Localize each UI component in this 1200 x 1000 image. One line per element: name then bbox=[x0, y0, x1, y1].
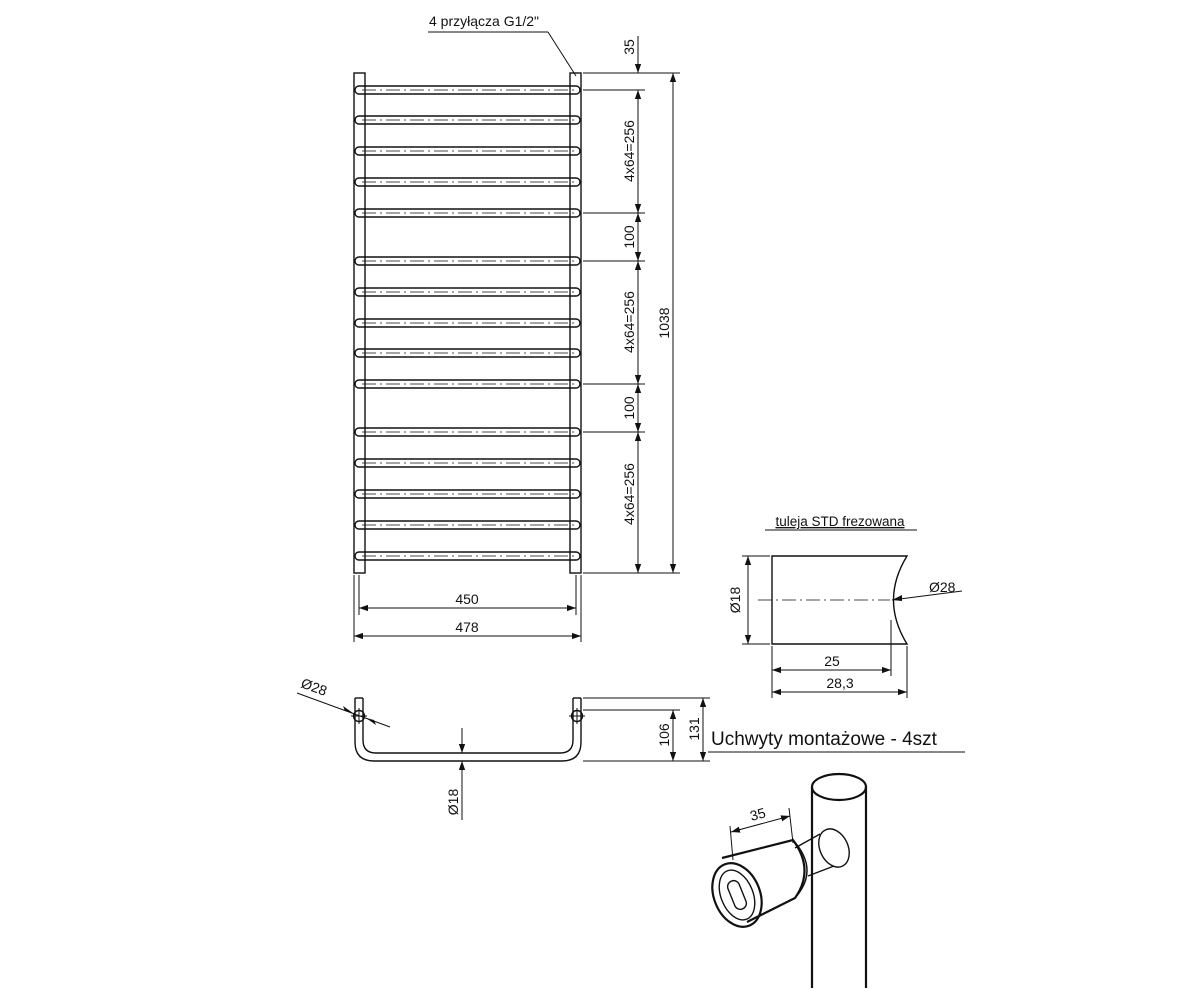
side-depth-inner: 106 bbox=[656, 723, 672, 747]
dim-inner-width: 450 bbox=[455, 591, 479, 607]
sleeve-diameter-small: Ø18 bbox=[727, 587, 743, 614]
rung bbox=[354, 256, 581, 266]
rung bbox=[354, 318, 581, 328]
front-view: 4 przyłącza G1/2" 35 4x64=256 100 4x64=2… bbox=[353, 13, 680, 642]
rung bbox=[354, 379, 581, 389]
rung bbox=[354, 427, 581, 437]
side-view: Ø28 Ø18 106 131 bbox=[296, 675, 710, 820]
rung bbox=[354, 458, 581, 468]
sleeve-title: tuleja STD frezowana bbox=[775, 514, 905, 529]
dim-gap-b: 100 bbox=[621, 396, 637, 420]
sleeve-length-total: 28,3 bbox=[826, 675, 853, 691]
rung bbox=[354, 348, 581, 358]
dim-top: 35 bbox=[621, 39, 637, 55]
rung bbox=[354, 85, 581, 95]
dim-outer-width: 478 bbox=[455, 619, 479, 635]
rung bbox=[354, 489, 581, 499]
sleeve-detail: tuleja STD frezowana Ø18 Ø28 25 28,3 bbox=[727, 514, 963, 698]
sleeve-diameter-large: Ø28 bbox=[929, 579, 956, 595]
rung bbox=[354, 520, 581, 530]
connection-note: 4 przyłącza G1/2" bbox=[429, 13, 539, 29]
side-rail-diameter: Ø18 bbox=[445, 789, 461, 816]
side-depth-outer: 131 bbox=[686, 717, 702, 741]
mounting-detail: Uchwyty montażowe - 4szt 35 bbox=[708, 729, 965, 988]
dim-gap-a: 100 bbox=[621, 225, 637, 249]
rungs bbox=[354, 85, 581, 561]
mounting-title: Uchwyty montażowe - 4szt bbox=[711, 729, 938, 750]
rung bbox=[354, 177, 581, 187]
mounting-offset: 35 bbox=[748, 804, 767, 824]
rung bbox=[354, 115, 581, 125]
rung bbox=[354, 551, 581, 561]
dim-section-c: 4x64=256 bbox=[621, 463, 637, 525]
rung bbox=[354, 208, 581, 218]
rung bbox=[354, 146, 581, 156]
dim-total-height: 1038 bbox=[656, 307, 672, 338]
dim-section-a: 4x64=256 bbox=[621, 120, 637, 182]
dim-section-b: 4x64=256 bbox=[621, 291, 637, 353]
sleeve-length: 25 bbox=[824, 653, 840, 669]
right-post bbox=[569, 72, 582, 574]
rung bbox=[354, 287, 581, 297]
